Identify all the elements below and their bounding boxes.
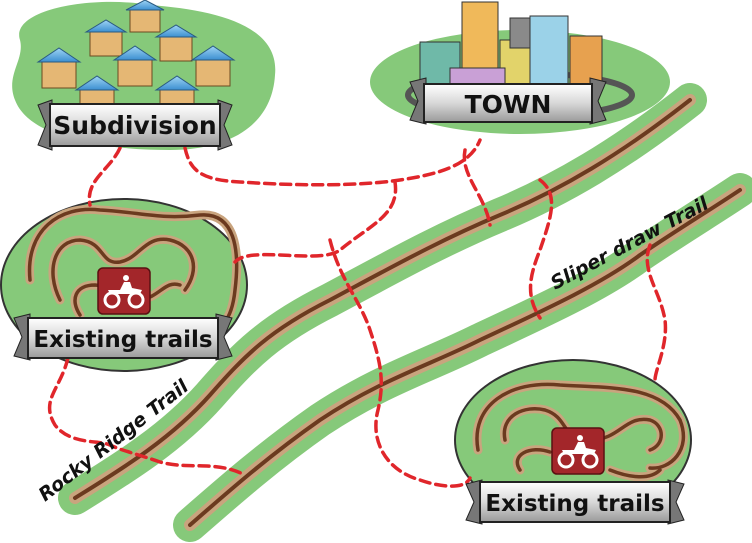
sliper-draw-trail bbox=[173, 173, 752, 542]
town-buildings bbox=[405, 1, 635, 120]
town-label: TOWN bbox=[465, 90, 552, 119]
atv-icon bbox=[551, 427, 605, 475]
town-banner: TOWN bbox=[409, 77, 607, 125]
connector-paths bbox=[47, 138, 668, 488]
atv-icon bbox=[97, 267, 151, 315]
connector-sliper-to-right-trails bbox=[645, 243, 668, 382]
connector-to-right-trails bbox=[328, 238, 472, 488]
connector-subdivision-to-town bbox=[183, 138, 482, 187]
connector-left-trails-to-trails bbox=[47, 356, 247, 477]
rocky-ridge-trail bbox=[58, 83, 707, 515]
connector-mid-to-left-trails bbox=[233, 180, 398, 264]
connector-subdivision-to-left-trails bbox=[87, 146, 122, 207]
connector-rocky-to-sliper bbox=[528, 178, 554, 320]
subdivision-label: Subdivision bbox=[53, 111, 216, 140]
existing-trails-right-banner: Existing trails bbox=[465, 479, 685, 525]
existing-trails-left-banner: Existing trails bbox=[13, 313, 233, 361]
existing-trails-left-label: Existing trails bbox=[33, 327, 212, 353]
connector-town-to-rocky-ridge bbox=[462, 148, 492, 227]
existing-trails-right-label: Existing trails bbox=[485, 491, 664, 517]
subdivision-banner: Subdivision bbox=[37, 99, 233, 151]
